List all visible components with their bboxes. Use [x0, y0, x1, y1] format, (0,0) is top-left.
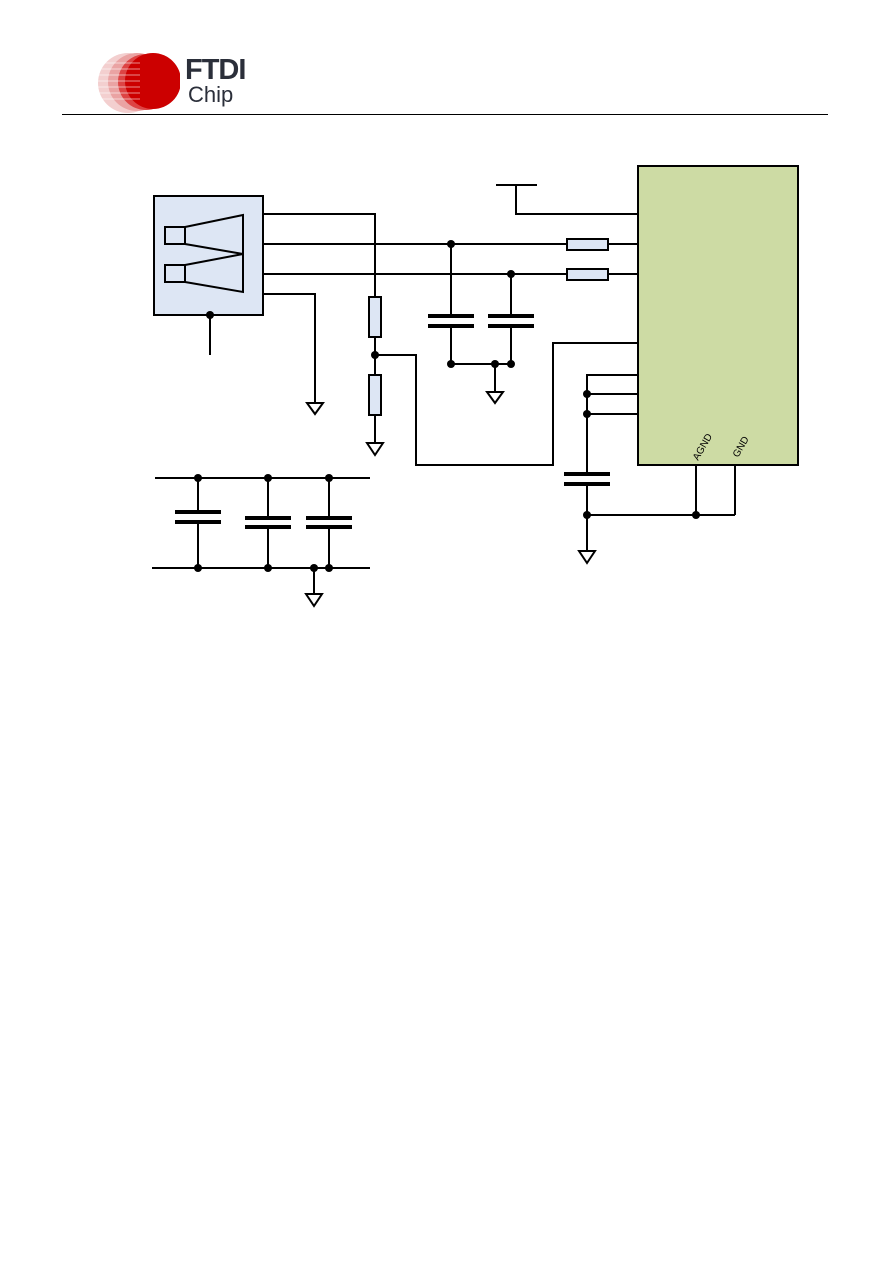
vbus-wire — [263, 213, 376, 297]
usb-pin-2 — [164, 264, 186, 283]
junction-dot — [583, 410, 591, 418]
junction-dot — [264, 474, 272, 482]
junction-dot — [371, 351, 379, 359]
usb-connector — [153, 195, 264, 316]
logo-wordmark-ftdi: FTDI — [185, 54, 246, 86]
header-divider — [62, 114, 828, 115]
supply-wire — [515, 185, 638, 215]
ftdi-logo-mark — [96, 53, 180, 113]
junction-dot — [325, 564, 333, 572]
ground-symbol — [485, 391, 505, 405]
junction-dot — [491, 360, 499, 368]
junction-dot — [507, 270, 515, 278]
junction-dot — [310, 564, 318, 572]
usb-connector-line-2 — [184, 253, 244, 266]
resistor-divider-top — [368, 296, 382, 338]
series-resistor-dm — [566, 238, 609, 251]
usb-connector-line-1 — [184, 243, 244, 255]
junction-dot — [583, 390, 591, 398]
junction-dot — [194, 564, 202, 572]
junction-dot — [206, 311, 214, 319]
reset-wire — [375, 342, 638, 466]
junction-dot — [692, 511, 700, 519]
usb-pin-1 — [164, 226, 186, 245]
ground-symbol — [305, 402, 325, 416]
page-header: FTDI Chip — [0, 0, 892, 120]
logo-wordmark-chip: Chip — [188, 82, 234, 107]
ground-symbol — [365, 442, 385, 457]
junction-dot — [447, 360, 455, 368]
junction-dot — [447, 240, 455, 248]
junction-dot — [583, 511, 591, 519]
junction-dot — [507, 360, 515, 368]
connector-gnd-wire — [263, 293, 316, 403]
resistor-divider-bottom — [368, 374, 382, 416]
junction-dot — [194, 474, 202, 482]
ground-symbol — [304, 593, 324, 608]
logo-core — [125, 53, 180, 109]
series-resistor-dp — [566, 268, 609, 281]
decoupling-wire — [586, 374, 638, 474]
junction-dot — [325, 474, 333, 482]
ground-symbol — [577, 550, 597, 565]
junction-dot — [264, 564, 272, 572]
ic-ft232 — [637, 165, 799, 466]
